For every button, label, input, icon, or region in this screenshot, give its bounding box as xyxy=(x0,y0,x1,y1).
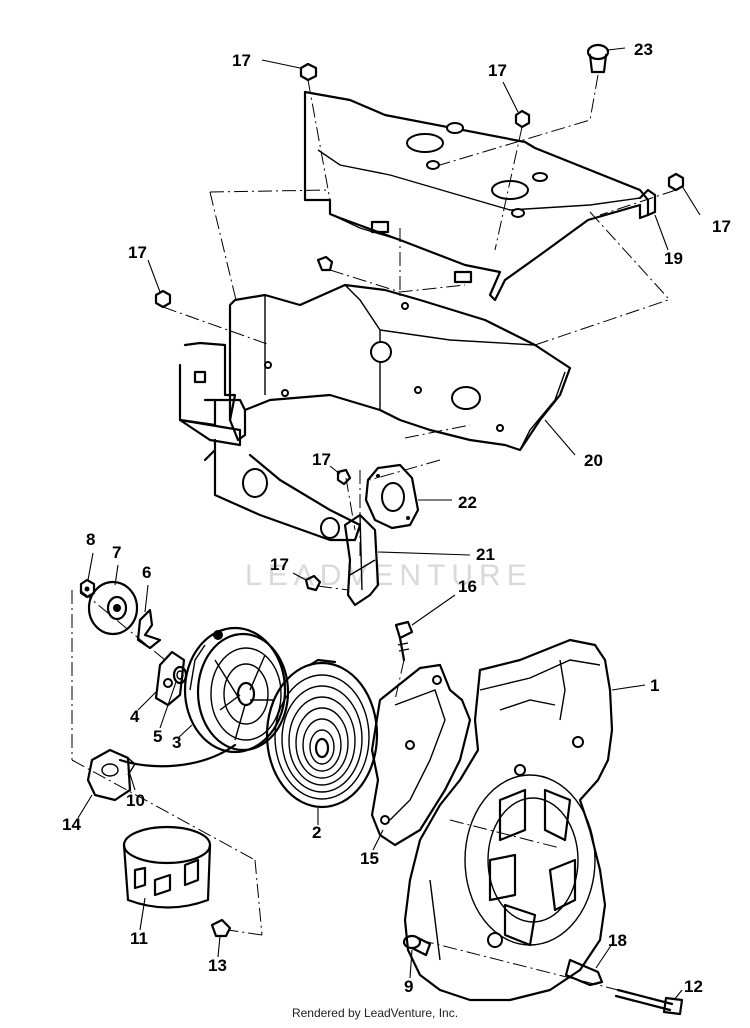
callout-17: 17 xyxy=(128,243,147,262)
callout-22: 22 xyxy=(458,493,477,512)
upper-shroud-part-19 xyxy=(303,90,657,302)
callout-13: 13 xyxy=(208,956,227,975)
gasket-part-22 xyxy=(364,463,420,530)
nut-part-8 xyxy=(79,578,96,599)
recoil-spring-part-2 xyxy=(265,658,379,809)
pawl-part-4 xyxy=(154,650,186,707)
clip-part-6 xyxy=(136,608,162,650)
friction-plate-part-7 xyxy=(87,580,139,636)
lower-shroud-part-20 xyxy=(178,283,572,542)
callout-14: 14 xyxy=(62,815,81,834)
callout-labels: 17 23 17 17 19 17 20 17 22 21 17 16 1 8 … xyxy=(62,40,731,996)
callout-9: 9 xyxy=(404,977,413,996)
starter-rope-part-10 xyxy=(118,743,237,768)
callout-12: 12 xyxy=(684,977,703,996)
callout-21: 21 xyxy=(476,545,495,564)
bolt-part-23 xyxy=(586,43,610,74)
clip-part-18 xyxy=(564,958,604,987)
callout-5: 5 xyxy=(153,727,162,746)
callout-20: 20 xyxy=(584,451,603,470)
watermark: LEADVENTURE xyxy=(245,559,533,592)
callout-16: 16 xyxy=(458,577,477,596)
callout-7: 7 xyxy=(112,543,121,562)
callout-19: 19 xyxy=(664,249,683,268)
callout-17: 17 xyxy=(312,450,331,469)
assembly-centerlines xyxy=(71,74,677,991)
callout-17: 17 xyxy=(232,51,251,70)
callout-23: 23 xyxy=(634,40,653,59)
callout-18: 18 xyxy=(608,931,627,950)
callout-17: 17 xyxy=(270,555,289,574)
screw-part-16 xyxy=(394,620,414,662)
starter-handle-part-14 xyxy=(86,748,136,802)
callout-17: 17 xyxy=(488,61,507,80)
screw-part-13 xyxy=(210,918,232,938)
callout-11: 11 xyxy=(130,929,148,948)
callout-6: 6 xyxy=(142,563,151,582)
render-credit: Rendered by LeadVenture, Inc. xyxy=(291,1006,459,1020)
spring-part-5 xyxy=(172,665,188,685)
callout-10: 10 xyxy=(126,791,145,810)
blower-housing-part-1 xyxy=(403,638,614,1002)
mounting-bracket-part-15 xyxy=(370,663,472,847)
starter-cup-part-11 xyxy=(122,825,212,909)
callout-1: 1 xyxy=(650,676,659,695)
callout-2: 2 xyxy=(312,823,321,842)
callout-4: 4 xyxy=(130,707,140,726)
leader-lines xyxy=(77,47,701,1001)
callout-3: 3 xyxy=(172,733,181,752)
callout-15: 15 xyxy=(360,849,379,868)
bolt-part-12 xyxy=(614,988,684,1016)
callout-8: 8 xyxy=(86,530,95,549)
pulley-part-3 xyxy=(183,626,290,754)
callout-17: 17 xyxy=(712,217,731,236)
